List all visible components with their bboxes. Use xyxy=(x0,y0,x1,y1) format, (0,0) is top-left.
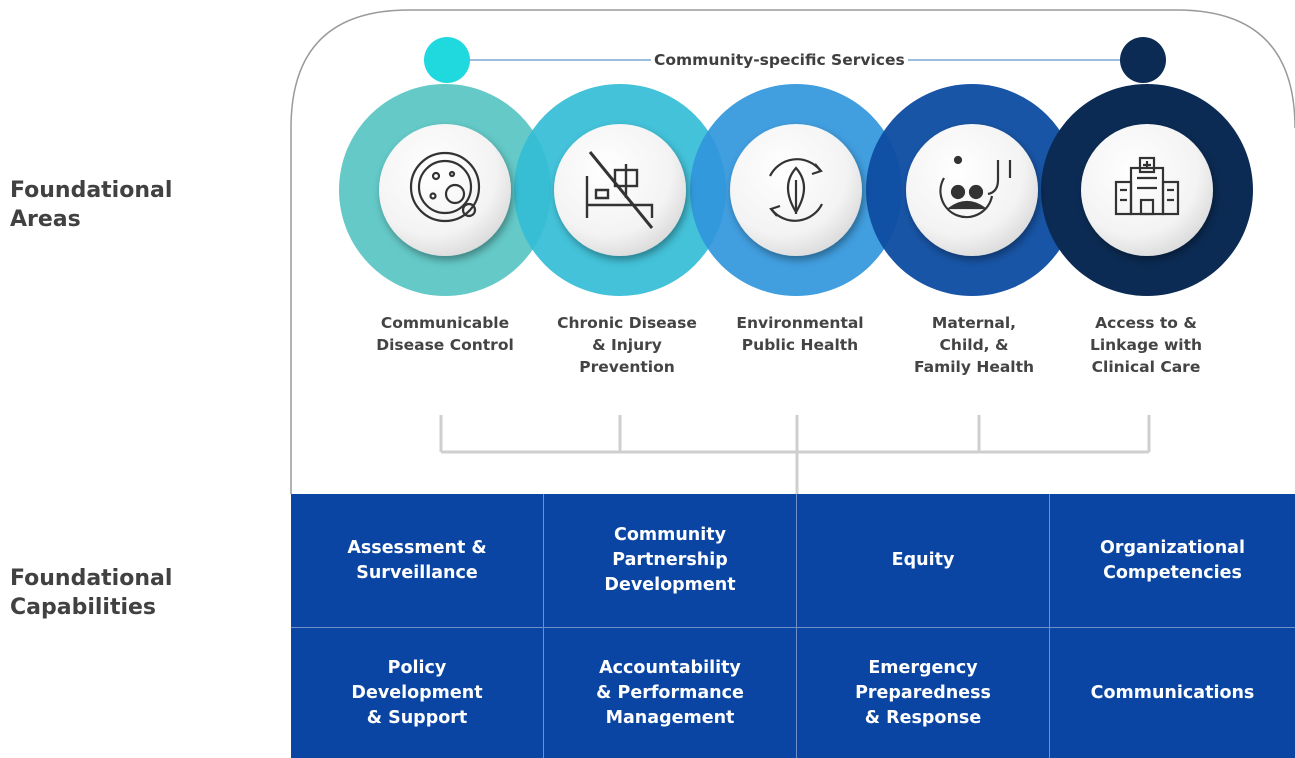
area-label-maternal: Maternal, Child, & Family Health xyxy=(913,314,1035,376)
area-label-clinical: Access to & Linkage with Clinical Care xyxy=(1089,314,1203,376)
area-label-environmental: Environmental Public Health xyxy=(736,314,864,354)
capabilities-grid: Assessment & Surveillance Community Part… xyxy=(291,494,1295,758)
areas-connector xyxy=(439,415,1151,494)
petri-dish-icon xyxy=(409,151,481,223)
capability-emergency: Emergency Preparedness & Response xyxy=(797,628,1050,758)
capability-policy: Policy Development & Support xyxy=(291,628,544,758)
community-services-label: Community-specific Services xyxy=(651,48,908,72)
capability-accountability: Accountability & Performance Management xyxy=(544,628,797,758)
foundational-areas-label: Foundational Areas xyxy=(10,178,173,232)
capability-equity: Equity xyxy=(797,494,1050,628)
area-label-communicable: Communicable Disease Control xyxy=(376,314,514,354)
capability-assessment: Assessment & Surveillance xyxy=(291,494,544,628)
outer-frame xyxy=(290,9,1295,494)
leaf-cycle-icon xyxy=(769,158,823,222)
capability-organizational: Organizational Competencies xyxy=(1050,494,1295,628)
services-end-dot xyxy=(1120,37,1166,83)
area-orb-5 xyxy=(1081,124,1213,256)
hospital-building-icon xyxy=(1114,156,1180,216)
services-start-dot xyxy=(424,37,470,83)
capability-communications: Communications xyxy=(1090,682,1255,703)
no-hospital-bed-icon xyxy=(585,151,654,229)
capability-partnership: Community Partnership Development xyxy=(544,494,797,628)
area-orb-1 xyxy=(379,124,511,256)
area-label-chronic: Chronic Disease & Injury Prevention xyxy=(557,314,697,376)
family-stethoscope-icon xyxy=(939,155,1012,219)
foundational-capabilities-label: Foundational Capabilities xyxy=(10,566,173,620)
